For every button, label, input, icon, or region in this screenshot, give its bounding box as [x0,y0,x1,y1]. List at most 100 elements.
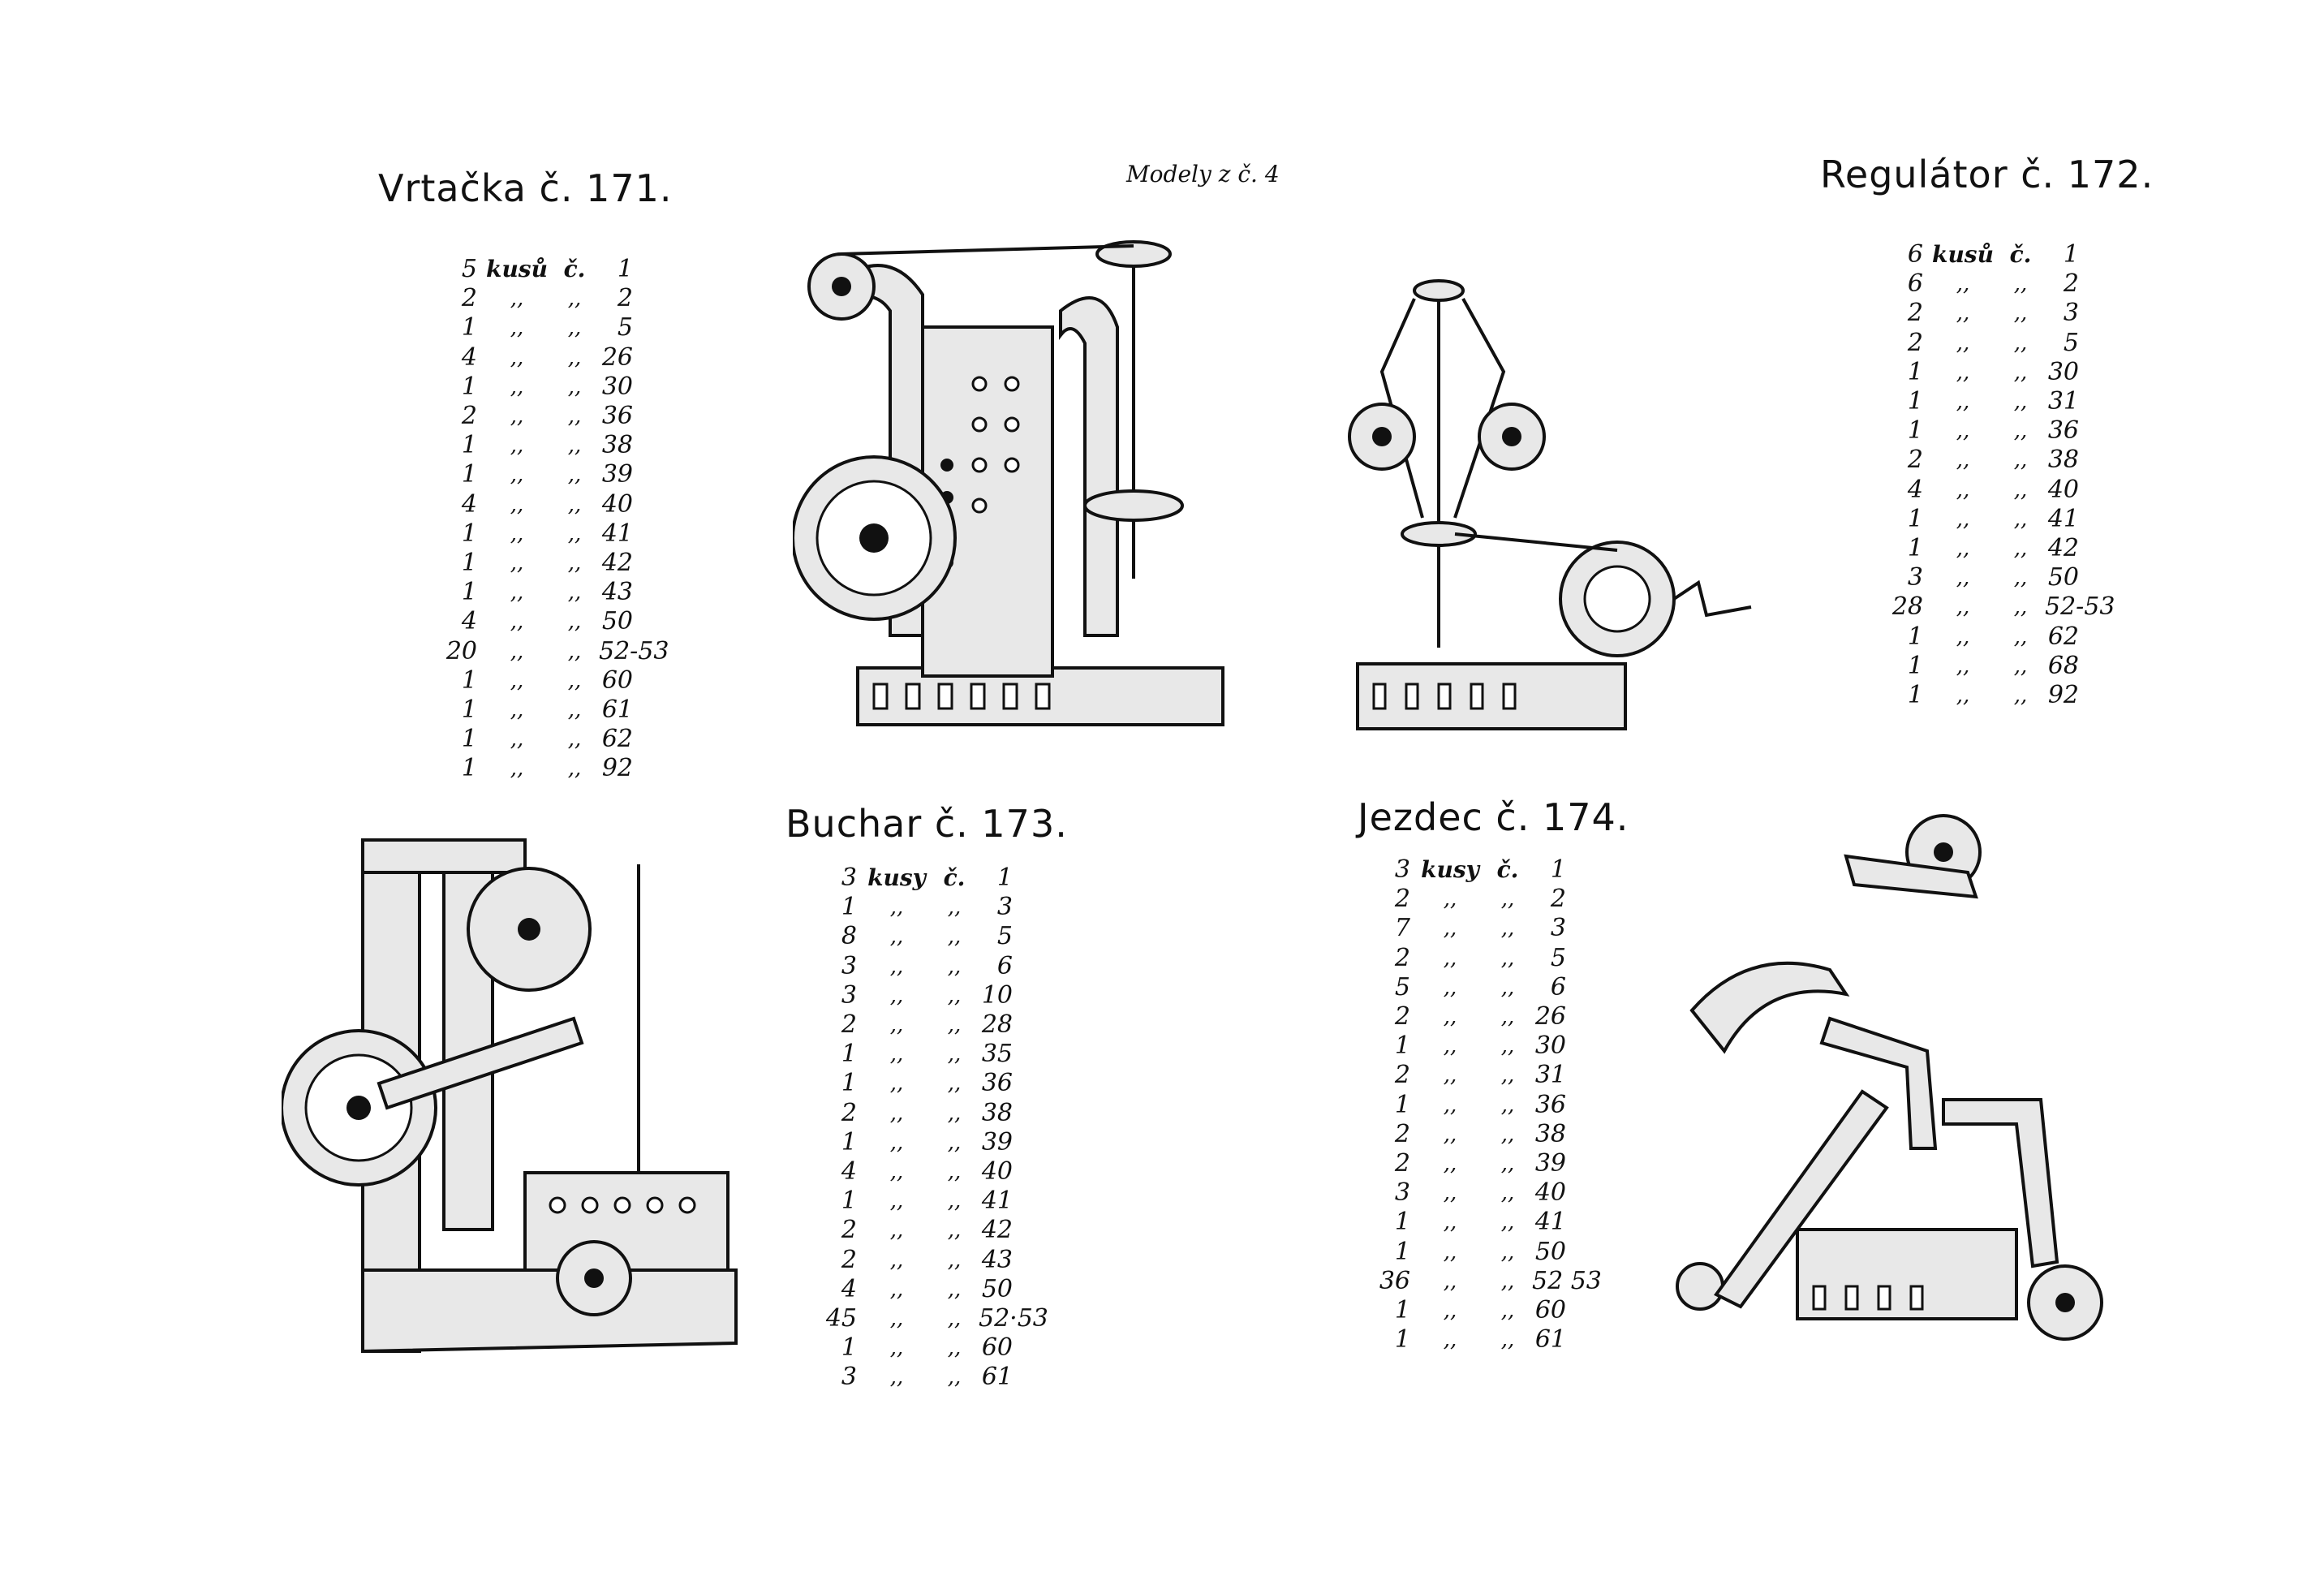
part-quantity: 1 [1394,1090,1410,1119]
part-number-label: ,, [1500,1034,1515,1059]
parts-row: 1,,,,62 [438,725,669,754]
part-number: 60 [981,1333,1013,1363]
parts-row: 28,,,,52-53 [1884,592,2115,622]
part-number-label: ,, [2013,272,2028,297]
part-unit: ,, [1956,419,1970,444]
part-number-label: ,, [2013,419,2028,444]
part-number: 2 [617,284,633,313]
part-number: 36 [2047,416,2079,446]
model-title-174: Jezdec č. 174. [1358,795,1629,839]
part-number: 52-53 [2045,592,2115,622]
part-number-label: ,, [2013,330,2028,355]
part-number: 3 [2063,299,2079,328]
part-number-label: ,, [567,609,582,635]
parts-row: 2,,,,38 [1371,1120,1602,1149]
parts-row: 4,,,,40 [438,490,669,519]
part-number: 41 [1534,1208,1566,1237]
part-unit: ,, [889,983,904,1008]
part-quantity: 3 [841,864,857,892]
part-unit: ,, [1956,477,1970,502]
part-number-label: ,, [2013,566,2028,591]
parts-row: 4,,,,50 [438,607,669,636]
part-number: 31 [2047,387,2079,416]
part-number: 52·53 [979,1304,1048,1333]
part-number-label: ,, [1500,1152,1515,1177]
part-unit: ,, [889,1013,904,1038]
part-quantity: 1 [841,1069,857,1098]
part-quantity: 4 [1907,475,1923,504]
parts-row: 2,,,,31 [1371,1061,1602,1090]
part-number-label: ,, [567,727,582,752]
parts-row: 2,,,,43 [818,1246,1048,1275]
part-number-label: ,, [2013,595,2028,620]
part-unit: kusy [867,864,926,891]
part-number: 60 [601,665,633,695]
part-unit: ,, [1443,1181,1457,1206]
part-number: 35 [981,1040,1013,1069]
part-number: 26 [1534,1002,1566,1032]
hammer-model-illustration [282,838,738,1354]
part-unit: ,, [889,1336,904,1361]
part-number: 30 [601,372,633,401]
part-unit: ,, [1956,653,1970,678]
parts-row: 1,,,,62 [1884,622,2115,652]
part-unit: ,, [1443,1239,1457,1264]
part-unit: ,, [889,1130,904,1155]
part-unit: ,, [510,316,524,341]
part-quantity: 1 [1394,1208,1410,1237]
part-number: 1 [2063,240,2079,269]
parts-row: 2,,,,5 [1371,944,1602,973]
parts-row: 2,,,,2 [1371,885,1602,914]
parts-row: 4,,,,40 [1884,476,2115,505]
part-quantity: 45 [825,1304,857,1333]
part-number: 38 [1534,1119,1566,1148]
parts-row: 4,,,,50 [818,1275,1048,1304]
part-quantity: 4 [461,489,477,519]
parts-row: 2,,,,38 [818,1099,1048,1128]
part-number-label: ,, [567,463,582,488]
parts-row: 1,,,,38 [438,431,669,460]
part-quantity: 1 [461,519,477,548]
part-number-label: č. [2009,241,2032,268]
part-number-label: č. [563,256,586,282]
part-unit: ,, [510,433,524,459]
part-quantity: 1 [841,1333,857,1363]
part-quantity: 1 [1907,357,1923,386]
part-number: 50 [2047,563,2079,592]
part-number-label: ,, [947,954,962,979]
part-quantity: 2 [1394,1149,1410,1178]
parts-row: 1,,,,39 [818,1128,1048,1157]
part-number-label: ,, [947,1100,962,1126]
part-number: 2 [1550,885,1566,914]
parts-row: 2,,,,36 [438,402,669,431]
part-unit: ,, [1443,1005,1457,1030]
part-number: 50 [1534,1237,1566,1266]
part-number: 38 [981,1098,1013,1127]
part-number-label: ,, [947,1365,962,1390]
part-number-label: ,, [1500,1063,1515,1088]
parts-row: 1,,,,5 [438,313,669,342]
part-number-label: ,, [567,521,582,546]
part-quantity: 2 [461,284,477,313]
part-number: 41 [2047,504,2079,533]
part-quantity: 3 [841,1363,857,1392]
parts-row: 2,,,,38 [1884,446,2115,475]
part-unit: ,, [1443,1034,1457,1059]
parts-row: 1,,,,3 [818,893,1048,922]
part-number-label: ,, [947,895,962,920]
part-quantity: 2 [841,1216,857,1245]
part-quantity: 5 [1394,972,1410,1001]
part-unit: ,, [510,345,524,370]
parts-row: 1,,,,60 [1371,1296,1602,1325]
part-unit: ,, [510,668,524,693]
part-quantity: 1 [841,893,857,922]
part-number: 40 [1534,1178,1566,1208]
parts-row: 3,,,,61 [818,1363,1048,1392]
part-quantity: 5 [461,255,477,283]
part-number-label: ,, [947,1130,962,1155]
part-unit: ,, [889,1218,904,1243]
part-number-label: ,, [1500,1005,1515,1030]
parts-row: 2,,,,28 [818,1010,1048,1040]
